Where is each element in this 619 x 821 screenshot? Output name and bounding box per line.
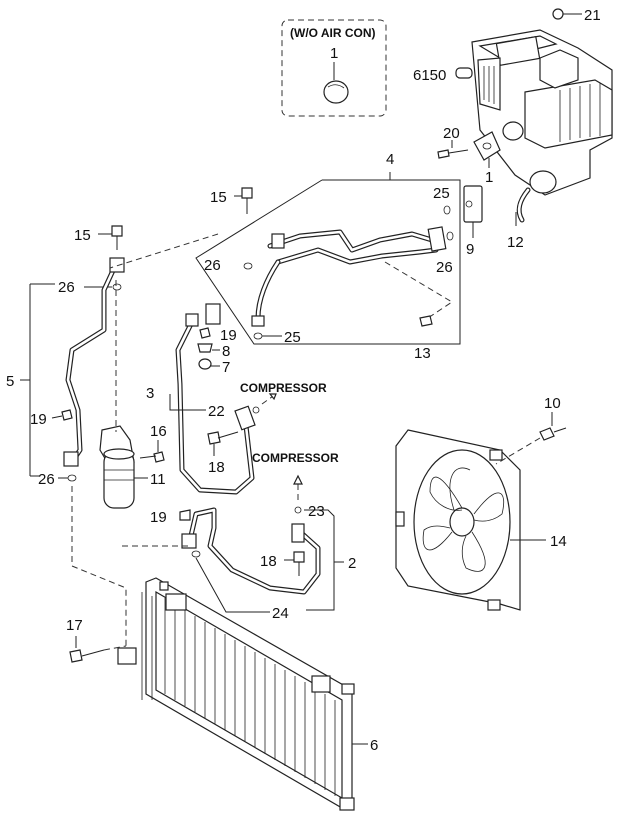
callout-13: 13 <box>414 345 431 362</box>
pipe-8 <box>197 343 213 353</box>
callout-19-lower: 19 <box>150 509 167 526</box>
callout-8: 8 <box>222 343 230 360</box>
callout-3: 3 <box>146 385 154 402</box>
bolt-17 <box>69 649 83 663</box>
callout-14: 14 <box>550 533 567 550</box>
callout-26-upper-left: 26 <box>58 279 75 296</box>
callout-9: 9 <box>466 241 474 258</box>
callout-24: 24 <box>272 605 289 622</box>
receiver-drier <box>99 425 135 509</box>
callout-1: 1 <box>485 169 493 186</box>
callout-7: 7 <box>222 359 230 376</box>
nut-19-lower <box>179 509 191 521</box>
inset-border <box>281 19 387 117</box>
callout-5: 5 <box>6 373 14 390</box>
inset-title: (W/O AIR CON) <box>290 26 376 40</box>
callout-22: 22 <box>208 403 225 420</box>
expansion-valve <box>463 185 483 223</box>
callout-10: 10 <box>544 395 561 412</box>
callout-21: 21 <box>584 7 601 24</box>
callout-18-lower: 18 <box>260 553 277 570</box>
callout-26-right: 26 <box>436 259 453 276</box>
bolt-20 <box>437 149 450 159</box>
gasket <box>473 131 501 161</box>
callout-15-left: 15 <box>74 227 91 244</box>
evaporator-unit <box>471 29 613 196</box>
callout-19-mid: 19 <box>220 327 237 344</box>
callout-15-upper: 15 <box>210 189 227 206</box>
callout-19-left: 19 <box>30 411 47 428</box>
grommet-6150 <box>455 67 473 79</box>
callout-4: 4 <box>386 151 394 168</box>
o-ring-25-upper <box>443 205 451 215</box>
inset-callout-1: 1 <box>330 45 338 62</box>
cap-7 <box>198 358 212 370</box>
nut-13 <box>419 315 433 327</box>
pipe-assembly-4: 4 <box>195 151 461 345</box>
bolt-15-left <box>111 225 123 237</box>
callout-20: 20 <box>443 125 460 142</box>
callout-12: 12 <box>507 234 524 251</box>
bolt-18-lower <box>293 551 305 563</box>
o-ring-26-mid <box>243 262 253 270</box>
callout-17: 17 <box>66 617 83 634</box>
condenser-fan <box>395 429 521 611</box>
nut-19-left <box>61 409 73 421</box>
callout-11: 11 <box>150 471 166 488</box>
bolt-18-upper <box>207 431 221 445</box>
bolt-15-upper <box>241 187 253 199</box>
bolt-10 <box>539 427 555 441</box>
callout-26-mid: 26 <box>204 257 221 274</box>
callout-6: 6 <box>370 737 378 754</box>
callout-6150: 6150 <box>413 67 446 84</box>
callout-18-upper: 18 <box>208 459 225 476</box>
callout-16: 16 <box>150 423 167 440</box>
inset-without-aircon: (W/O AIR CON) 1 <box>281 19 387 117</box>
compressor-label-bottom: COMPRESSOR <box>252 451 339 465</box>
callout-23: 23 <box>308 503 325 520</box>
nut-19-mid <box>199 327 211 339</box>
callout-26-lower-left: 26 <box>38 471 55 488</box>
plug-cap <box>323 80 349 104</box>
callout-25-upper: 25 <box>433 185 450 202</box>
bolt-16 <box>153 451 165 463</box>
condenser <box>117 577 355 811</box>
callout-25-lower: 25 <box>284 329 301 346</box>
callout-2: 2 <box>348 555 356 572</box>
nut-21 <box>552 8 564 20</box>
compressor-label-top: COMPRESSOR <box>240 381 327 395</box>
o-ring-25-lower <box>253 332 263 340</box>
